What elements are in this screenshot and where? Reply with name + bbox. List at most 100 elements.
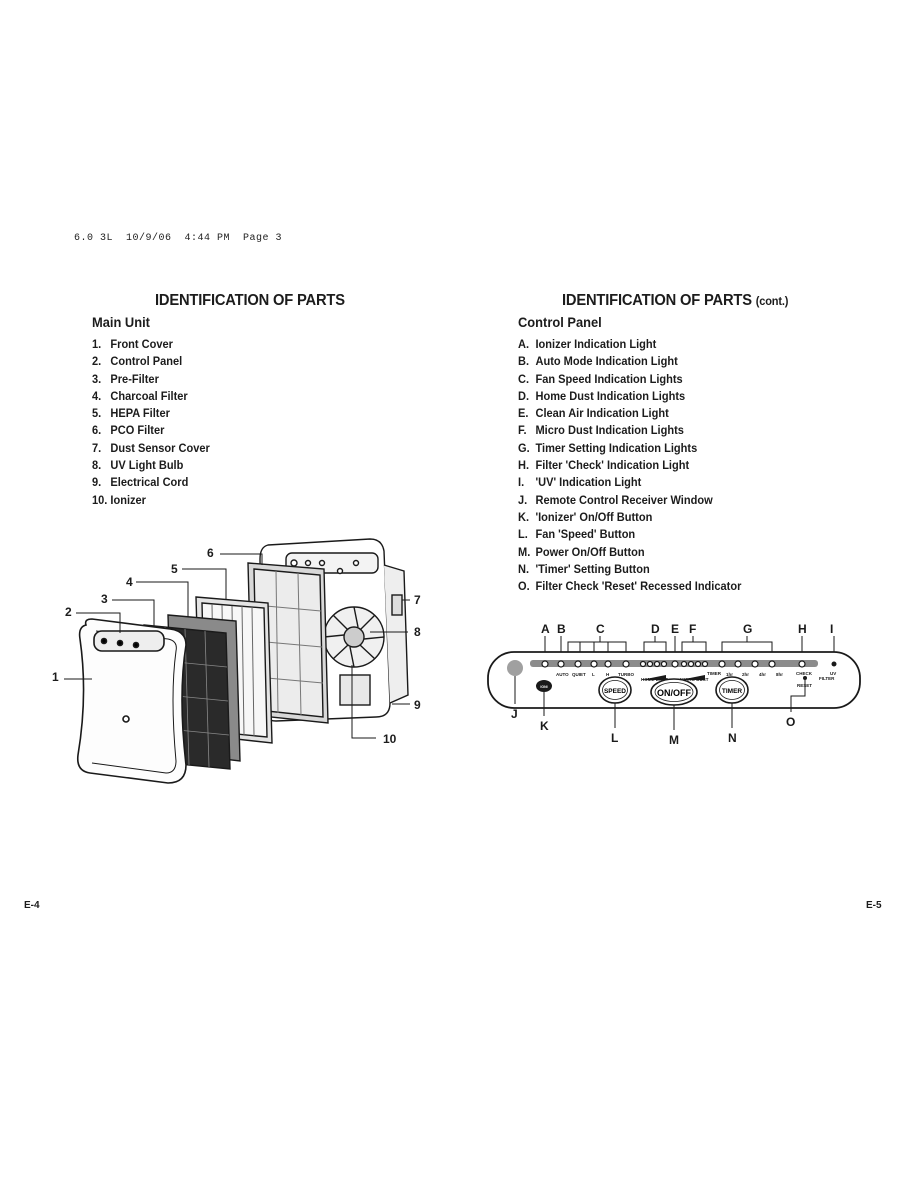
panel-small-labels: AUTO QUIET L H TURBO HOME DUST MICRO DUS… xyxy=(556,671,836,688)
callout-F: F xyxy=(689,622,696,636)
callout-J: J xyxy=(511,707,518,721)
micro-dust-wedge xyxy=(680,675,705,680)
callout-5: 5 xyxy=(171,562,178,576)
list-item: 1.Front Cover xyxy=(92,337,173,351)
callout-N: N xyxy=(728,731,737,745)
timer-8hr-light xyxy=(768,660,776,668)
high-light xyxy=(604,660,612,668)
callout-6: 6 xyxy=(207,546,214,560)
uv-light xyxy=(831,661,837,667)
svg-text:SPEED: SPEED xyxy=(604,688,626,695)
list-item: C.Fan Speed Indication Lights xyxy=(518,371,683,386)
svg-text:TIMER: TIMER xyxy=(707,671,722,676)
list-item: G.Timer Setting Indication Lights xyxy=(518,440,698,455)
speed-button[interactable]: SPEED xyxy=(598,676,632,704)
list-item: B.Auto Mode Indication Light xyxy=(518,354,678,369)
list-item: 6.PCO Filter xyxy=(92,423,165,438)
callout-L: L xyxy=(611,731,618,745)
svg-text:H: H xyxy=(606,672,609,677)
bottom-leader-lines xyxy=(514,676,806,730)
callout-1: 1 xyxy=(52,670,59,684)
exploded-view-illustration xyxy=(64,538,410,784)
page-number-left: E-4 xyxy=(24,900,40,911)
ionizer-button[interactable]: IONI xyxy=(536,680,552,692)
left-page-title: IDENTIFICATION OF PARTS xyxy=(155,292,345,309)
list-item: 10.Ionizer xyxy=(92,492,146,507)
leader-lines xyxy=(64,553,410,739)
list-item: O.Filter Check 'Reset' Recessed Indicato… xyxy=(518,579,742,594)
on-off-button[interactable]: ON/OFF xyxy=(650,678,698,706)
control-panel-subtitle: Control Panel xyxy=(518,314,602,330)
ionizer-light xyxy=(541,660,549,668)
list-item: J.Remote Control Receiver Window xyxy=(518,492,713,507)
callout-O: O xyxy=(786,715,795,729)
svg-text:2hr: 2hr xyxy=(742,672,749,677)
svg-text:8hr: 8hr xyxy=(776,672,783,677)
callout-C: C xyxy=(596,622,605,636)
main-unit-parts-list: 1.Front Cover 2.Control Panel 3.Pre-Filt… xyxy=(92,337,220,510)
callout-I: I xyxy=(830,622,833,636)
main-unit-subtitle: Main Unit xyxy=(92,314,150,330)
auto-light xyxy=(557,660,565,668)
front-cover xyxy=(76,618,187,784)
svg-text:L: L xyxy=(592,672,595,677)
list-item: L.Fan 'Speed' Button xyxy=(518,527,636,542)
svg-text:ON/OFF: ON/OFF xyxy=(657,688,691,698)
list-item: 3.Pre-Filter xyxy=(92,371,159,386)
timer-4hr-light xyxy=(751,660,759,668)
callout-E: E xyxy=(671,622,679,636)
callout-K: K xyxy=(540,719,549,733)
callout-3: 3 xyxy=(101,592,108,606)
callout-H: H xyxy=(798,622,807,636)
callout-G: G xyxy=(743,622,752,636)
list-item: D.Home Dust Indication Lights xyxy=(518,388,686,403)
list-item: 7.Dust Sensor Cover xyxy=(92,440,210,455)
callout-4: 4 xyxy=(126,575,133,589)
callout-D: D xyxy=(651,622,660,636)
svg-text:1hr: 1hr xyxy=(726,672,733,677)
callout-9: 9 xyxy=(414,698,421,712)
bottom-callout-letters: J K L M N O xyxy=(511,707,795,747)
callout-B: B xyxy=(557,622,566,636)
list-item: A.Ionizer Indication Light xyxy=(518,337,657,351)
check-light xyxy=(798,660,806,668)
svg-text:IONI: IONI xyxy=(540,685,547,689)
svg-text:4hr: 4hr xyxy=(759,672,766,677)
timer-2hr-light xyxy=(734,660,742,668)
turbo-light xyxy=(622,660,630,668)
print-header: 6.0 3L 10/9/06 4:44 PM Page 3 xyxy=(74,233,283,244)
callout-M: M xyxy=(669,733,679,747)
callout-2: 2 xyxy=(65,605,72,619)
list-item: N.'Timer' Setting Button xyxy=(518,561,650,576)
svg-text:QUIET: QUIET xyxy=(572,672,586,677)
quiet-light xyxy=(574,660,582,668)
list-item: 8.UV Light Bulb xyxy=(92,458,184,473)
timer-button[interactable]: TIMER xyxy=(715,676,749,704)
list-item: 5.HEPA Filter xyxy=(92,406,170,421)
svg-text:AUTO: AUTO xyxy=(556,672,569,677)
control-panel-parts-list: A.Ionizer Indication Light B.Auto Mode I… xyxy=(518,337,761,596)
home-dust-wedge xyxy=(641,675,666,680)
svg-text:FILTER: FILTER xyxy=(819,676,835,681)
low-light xyxy=(590,660,598,668)
callout-A: A xyxy=(541,622,550,636)
remote-receiver-window xyxy=(507,660,523,676)
svg-text:TURBO: TURBO xyxy=(618,672,634,677)
svg-text:CHECK: CHECK xyxy=(796,671,813,676)
control-panel-diagram: A B C D E F G H I xyxy=(487,622,861,747)
page-number-right: E-5 xyxy=(866,900,882,911)
callout-10: 10 xyxy=(383,732,397,746)
timer-1hr-light xyxy=(718,660,726,668)
clean-air-light xyxy=(671,660,679,668)
list-item: K.'Ionizer' On/Off Button xyxy=(518,509,653,524)
list-item: 2.Control Panel xyxy=(92,354,183,369)
svg-text:TIMER: TIMER xyxy=(722,688,743,695)
callout-8: 8 xyxy=(414,625,421,639)
reset-indicator xyxy=(803,676,807,680)
list-item: 9.Electrical Cord xyxy=(92,475,189,490)
list-item: 4.Charcoal Filter xyxy=(92,388,188,403)
list-item: F.Micro Dust Indication Lights xyxy=(518,423,684,438)
list-item: I.'UV' Indication Light xyxy=(518,475,642,490)
callout-7: 7 xyxy=(414,593,421,607)
svg-text:UV: UV xyxy=(830,671,836,676)
